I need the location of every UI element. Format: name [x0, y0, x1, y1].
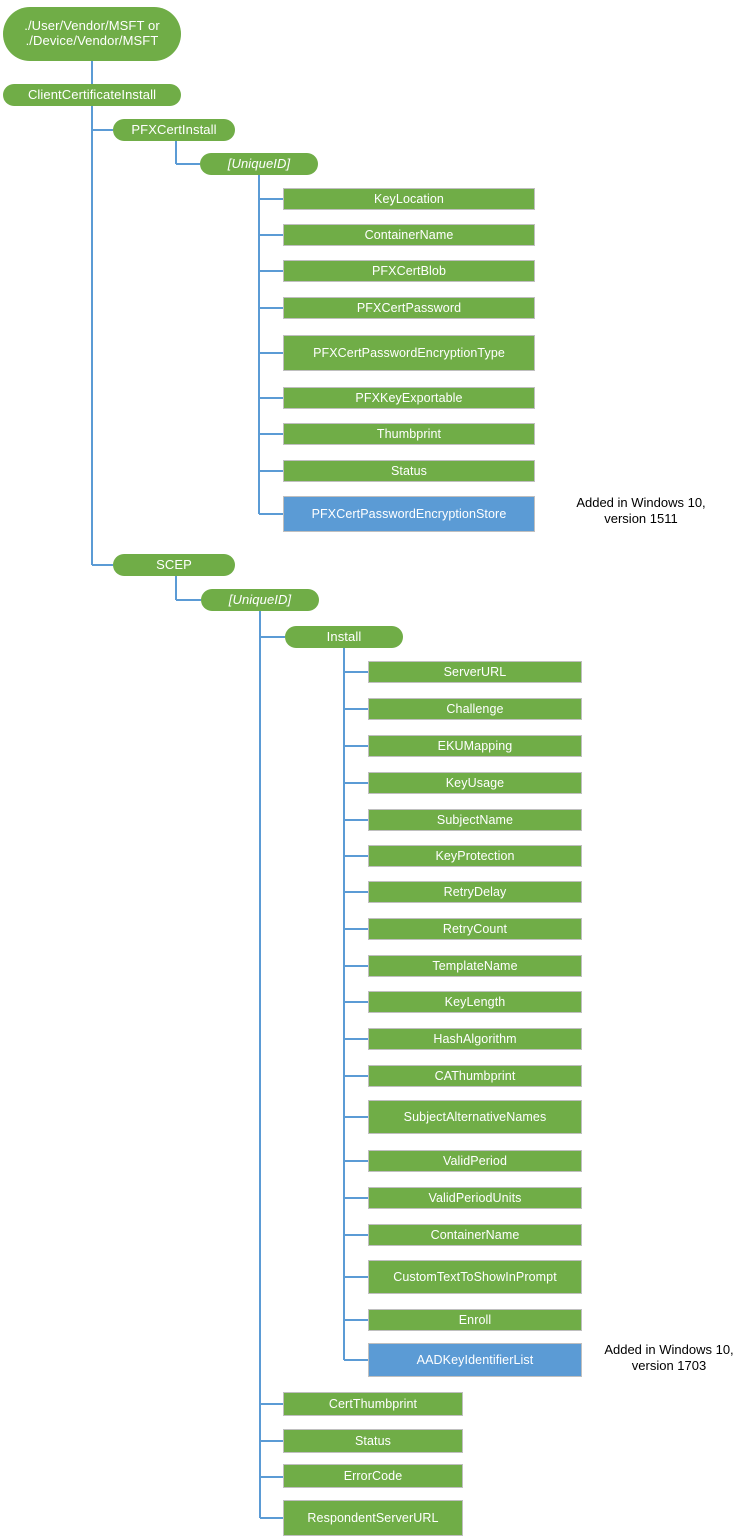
annotation-added-1703: Added in Windows 10, version 1703: [604, 1342, 734, 1374]
node-validperiod[interactable]: ValidPeriod: [368, 1150, 582, 1172]
node-keyusage[interactable]: KeyUsage: [368, 772, 582, 794]
node-pfxcertinstall[interactable]: PFXCertInstall: [113, 119, 235, 141]
node-templatename[interactable]: TemplateName: [368, 955, 582, 977]
node-pfxcertblob[interactable]: PFXCertBlob: [283, 260, 535, 282]
node-status-pfx[interactable]: Status: [283, 460, 535, 482]
node-ekumapping[interactable]: EKUMapping: [368, 735, 582, 757]
node-retrycount[interactable]: RetryCount: [368, 918, 582, 940]
node-serverurl[interactable]: ServerURL: [368, 661, 582, 683]
node-cathumbprint[interactable]: CAThumbprint: [368, 1065, 582, 1087]
node-subjectname[interactable]: SubjectName: [368, 809, 582, 831]
node-pfxcertpassword[interactable]: PFXCertPassword: [283, 297, 535, 319]
node-thumbprint[interactable]: Thumbprint: [283, 423, 535, 445]
node-containername-pfx[interactable]: ContainerName: [283, 224, 535, 246]
node-certthumbprint[interactable]: CertThumbprint: [283, 1392, 463, 1416]
node-root[interactable]: ./User/Vendor/MSFT or ./Device/Vendor/MS…: [3, 7, 181, 61]
annotation-added-1511: Added in Windows 10, version 1511: [576, 495, 706, 527]
node-scep-uniqueid[interactable]: [UniqueID]: [201, 589, 319, 611]
node-aadkeyidentifierlist[interactable]: AADKeyIdentifierList: [368, 1343, 582, 1377]
node-errorcode[interactable]: ErrorCode: [283, 1464, 463, 1488]
node-subjectalternativenames[interactable]: SubjectAlternativeNames: [368, 1100, 582, 1134]
node-scep-install[interactable]: Install: [285, 626, 403, 648]
node-challenge[interactable]: Challenge: [368, 698, 582, 720]
node-respondentserverurl[interactable]: RespondentServerURL: [283, 1500, 463, 1536]
node-keylength[interactable]: KeyLength: [368, 991, 582, 1013]
node-scep[interactable]: SCEP: [113, 554, 235, 576]
node-status-scep[interactable]: Status: [283, 1429, 463, 1453]
node-customtexttoshowinprompt[interactable]: CustomTextToShowInPrompt: [368, 1260, 582, 1294]
node-pfxcertpasswordencryptiontype[interactable]: PFXCertPasswordEncryptionType: [283, 335, 535, 371]
node-pfx-uniqueid[interactable]: [UniqueID]: [200, 153, 318, 175]
node-enroll[interactable]: Enroll: [368, 1309, 582, 1331]
node-hashalgorithm[interactable]: HashAlgorithm: [368, 1028, 582, 1050]
node-pfxcertpasswordencryptionstore[interactable]: PFXCertPasswordEncryptionStore: [283, 496, 535, 532]
node-keylocation[interactable]: KeyLocation: [283, 188, 535, 210]
node-retrydelay[interactable]: RetryDelay: [368, 881, 582, 903]
node-containername-scep[interactable]: ContainerName: [368, 1224, 582, 1246]
node-validperiodunits[interactable]: ValidPeriodUnits: [368, 1187, 582, 1209]
node-clientcertificateinstall[interactable]: ClientCertificateInstall: [3, 84, 181, 106]
node-keyprotection[interactable]: KeyProtection: [368, 845, 582, 867]
node-pfxkeyexportable[interactable]: PFXKeyExportable: [283, 387, 535, 409]
